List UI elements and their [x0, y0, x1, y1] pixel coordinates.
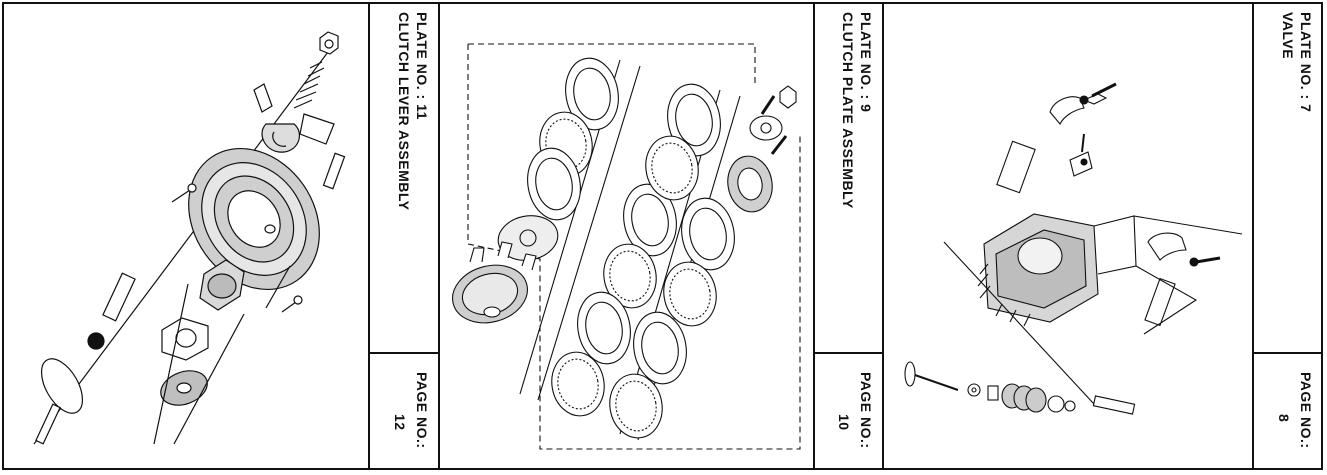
divider-line [438, 2, 440, 470]
page-number-label: PAGE NO.: [858, 372, 874, 449]
page-number-label: PAGE NO.: [1298, 372, 1314, 449]
plate-title: VALVE [1280, 12, 1296, 60]
divider-line [368, 2, 370, 470]
divider-line [1252, 352, 1323, 354]
page-number-value: 8 [1276, 414, 1292, 423]
divider-line [882, 2, 884, 470]
clutch-plate-assembly-drawing [440, 4, 813, 470]
divider-line [368, 352, 440, 354]
page-number-label: PAGE NO.: [414, 372, 430, 449]
clutch-lever-assembly-drawing [4, 4, 368, 470]
divider-line [813, 352, 884, 354]
valve-assembly-drawing [884, 4, 1252, 470]
divider-line [813, 2, 815, 470]
plate-number-label: PLATE NO. : 11 [414, 12, 430, 120]
page-number-value: 12 [392, 414, 408, 431]
plate-title: CLUTCH PLATE ASSEMBLY [840, 12, 856, 209]
plate-title: CLUTCH LEVER ASSEMBLY [396, 12, 412, 211]
divider-line [1252, 2, 1254, 470]
page-number-value: 10 [836, 414, 852, 431]
plate-number-label: PLATE NO. : 7 [1298, 12, 1314, 113]
plate-number-label: PLATE NO. : 9 [858, 12, 874, 113]
